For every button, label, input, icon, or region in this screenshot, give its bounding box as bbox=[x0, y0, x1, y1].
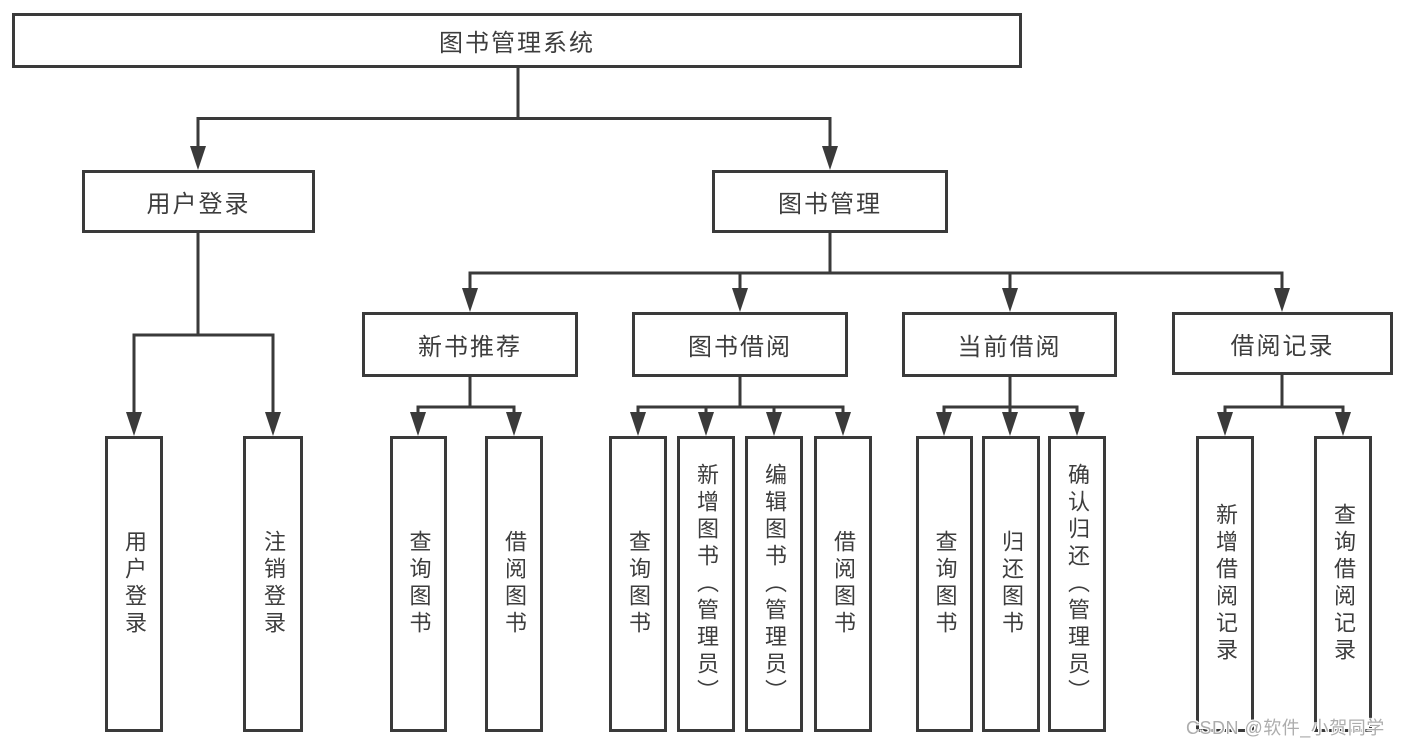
node-label: 归还图书 bbox=[999, 530, 1024, 638]
node-label: 查询图书 bbox=[932, 530, 958, 638]
node-label: 图书借阅 bbox=[688, 334, 792, 361]
node-label: 查询图书 bbox=[406, 530, 432, 638]
arrowhead bbox=[822, 146, 838, 170]
leaf-logout: 注销登录 bbox=[243, 436, 303, 732]
node-label: 查询借阅记录 bbox=[1331, 503, 1356, 665]
arrowhead bbox=[462, 288, 478, 312]
connector-root-to-level2 bbox=[190, 68, 838, 170]
leaf-query-books-3: 查询图书 bbox=[916, 436, 973, 732]
node-label: 借阅图书 bbox=[502, 530, 527, 638]
node-borrowing-records: 借阅记录 bbox=[1172, 312, 1393, 375]
node-label: 当前借阅 bbox=[957, 334, 1062, 361]
node-new-book-recommendation: 新书推荐 bbox=[362, 312, 578, 377]
leaf-return-books: 归还图书 bbox=[982, 436, 1040, 732]
connector-user-login-to-leaves bbox=[126, 233, 281, 436]
node-label: 确认归还（管理员） bbox=[1065, 462, 1090, 706]
leaf-confirm-return-admin: 确认归还（管理员） bbox=[1048, 436, 1106, 732]
leaf-query-borrow-record: 查询借阅记录 bbox=[1314, 436, 1372, 732]
watermark: CSDN @软件_小贺同学 bbox=[1186, 718, 1385, 738]
node-label: 编辑图书（管理员） bbox=[762, 462, 787, 706]
connector-borrowing-to-leaves bbox=[630, 377, 851, 436]
node-book-borrowing: 图书借阅 bbox=[632, 312, 848, 377]
node-label: 新增借阅记录 bbox=[1213, 503, 1238, 665]
arrowhead bbox=[1274, 288, 1290, 312]
leaf-query-books-2: 查询图书 bbox=[609, 436, 667, 732]
node-label: 新书推荐 bbox=[418, 334, 522, 361]
arrowhead bbox=[126, 412, 142, 436]
leaf-query-books-1: 查询图书 bbox=[390, 436, 447, 732]
node-label: 图书管理系统 bbox=[439, 30, 595, 57]
node-label: 借阅图书 bbox=[831, 530, 856, 638]
arrowhead bbox=[1002, 412, 1018, 436]
node-current-borrowing: 当前借阅 bbox=[902, 312, 1117, 377]
node-label: 注销登录 bbox=[261, 530, 286, 638]
arrowhead bbox=[1217, 412, 1233, 436]
node-library-management-system: 图书管理系统 bbox=[12, 13, 1022, 68]
node-label: 查询图书 bbox=[626, 530, 651, 638]
arrowhead bbox=[732, 288, 748, 312]
node-user-login: 用户登录 bbox=[82, 170, 315, 233]
arrowhead bbox=[630, 412, 646, 436]
leaf-borrow-books-1: 借阅图书 bbox=[485, 436, 543, 732]
connector-current-to-leaves bbox=[936, 377, 1085, 436]
leaf-edit-books-admin: 编辑图书（管理员） bbox=[745, 436, 803, 732]
leaf-add-books-admin: 新增图书（管理员） bbox=[677, 436, 735, 732]
arrowhead bbox=[265, 412, 281, 436]
arrowhead bbox=[1335, 412, 1351, 436]
arrowhead bbox=[506, 412, 522, 436]
arrowhead bbox=[936, 412, 952, 436]
node-label: 用户登录 bbox=[146, 191, 251, 218]
arrowhead bbox=[1002, 288, 1018, 312]
arrowhead bbox=[698, 412, 714, 436]
arrowhead bbox=[835, 412, 851, 436]
node-label: 借阅记录 bbox=[1230, 333, 1335, 360]
node-label: 图书管理 bbox=[778, 191, 882, 218]
leaf-user-login: 用户登录 bbox=[105, 436, 163, 732]
arrowhead bbox=[190, 146, 206, 170]
leaf-add-borrow-record: 新增借阅记录 bbox=[1196, 436, 1254, 732]
connector-book-mgmt-to-level3 bbox=[462, 233, 1290, 312]
connector-records-to-leaves bbox=[1217, 375, 1351, 436]
node-book-management: 图书管理 bbox=[712, 170, 948, 233]
arrowhead bbox=[410, 412, 426, 436]
leaf-borrow-books-2: 借阅图书 bbox=[814, 436, 872, 732]
arrowhead bbox=[766, 412, 782, 436]
node-label: 用户登录 bbox=[122, 530, 147, 638]
arrowhead bbox=[1069, 412, 1085, 436]
connector-new-books-to-leaves bbox=[410, 377, 522, 436]
node-label: 新增图书（管理员） bbox=[694, 462, 719, 706]
